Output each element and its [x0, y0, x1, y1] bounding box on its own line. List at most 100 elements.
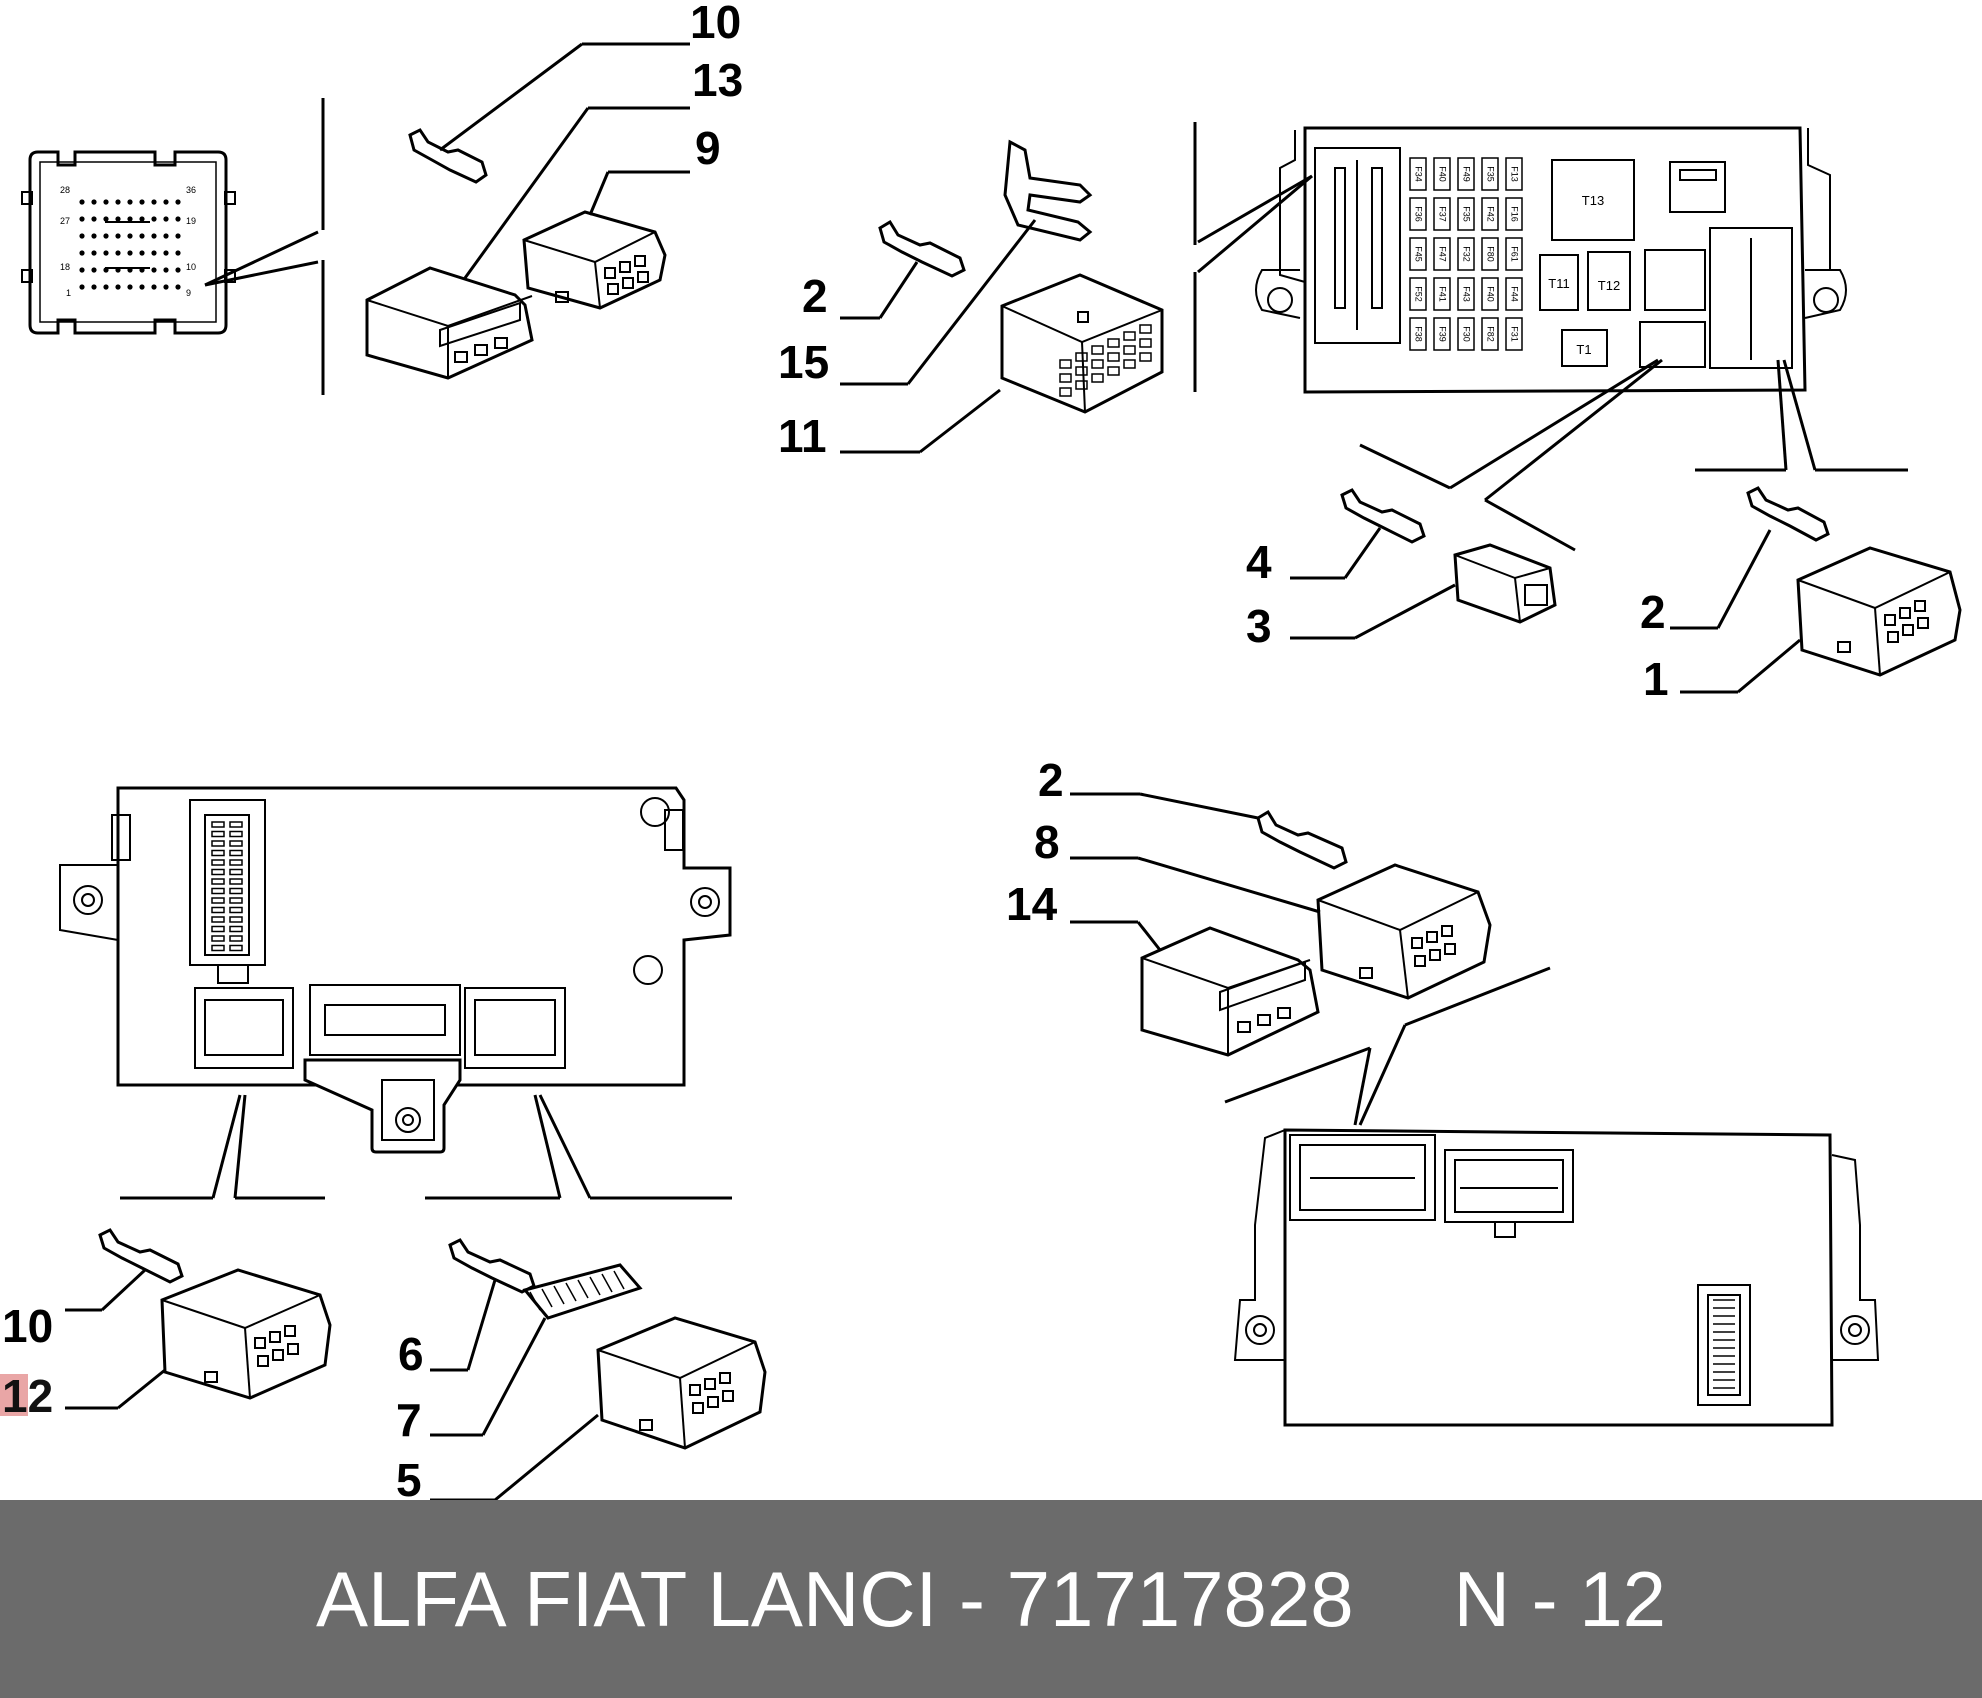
fuse-slot [1409, 277, 1427, 311]
fuse-label: F32 [1462, 246, 1472, 262]
connector-pin [163, 199, 169, 205]
footer-part-number: 71717828 [1006, 1554, 1354, 1643]
connector-pin [79, 267, 85, 273]
pin [229, 897, 243, 904]
relay-label-t1: T1 [1576, 342, 1591, 357]
connector-pin [163, 267, 169, 273]
pin [229, 859, 243, 866]
connector-pin [127, 199, 133, 205]
connector-pin [163, 233, 169, 239]
connector-pin [175, 267, 181, 273]
connector-pin [79, 216, 85, 222]
fuse-slot [1433, 277, 1451, 311]
callout-15: 15 [778, 336, 829, 388]
fuse-label: F40 [1438, 166, 1448, 182]
pin [229, 849, 243, 857]
terminal-2-middle [1070, 792, 1348, 870]
connector-1 [1680, 546, 1962, 694]
fuse-label: F30 [1462, 326, 1472, 342]
callout-1: 1 [1643, 653, 1669, 705]
pin-label: 18 [60, 262, 70, 272]
fuse-slot [1457, 237, 1475, 271]
connector-pin [163, 284, 169, 290]
fuse-slot [1457, 157, 1475, 191]
pin [229, 925, 243, 933]
pin [211, 840, 225, 847]
pin [229, 821, 243, 828]
callout-7: 7 [396, 1394, 422, 1446]
connector-pin [151, 216, 157, 222]
fuse-label: F38 [1414, 326, 1424, 342]
connector-cell [1123, 345, 1136, 355]
connector-8 [1070, 856, 1492, 1000]
pin [229, 935, 243, 942]
terminal-6 [430, 1238, 536, 1372]
connector-pin [139, 284, 145, 290]
break-lines-fuse-box [1193, 122, 1908, 552]
pin [229, 830, 243, 838]
callout-3: 3 [1246, 600, 1272, 652]
callout-10-top: 10 [690, 0, 741, 48]
connector-pin [103, 216, 109, 222]
connector-pin [139, 216, 145, 222]
fuse-slot [1481, 157, 1499, 191]
fuse-label: F49 [1462, 166, 1472, 182]
pin [211, 916, 225, 923]
connector-pin [151, 250, 157, 256]
clip-15 [840, 139, 1093, 386]
fuse-label: F37 [1438, 206, 1448, 222]
terminal-10-bottom [65, 1228, 184, 1312]
connector-pin [139, 199, 145, 205]
connector-cell [1139, 338, 1152, 348]
connector-pin [79, 233, 85, 239]
fuse-label: F16 [1510, 206, 1520, 222]
strip-rib [589, 1276, 601, 1296]
connector-9 [522, 170, 690, 310]
fuse-slot [1433, 197, 1451, 231]
pin-label: 36 [186, 185, 196, 195]
fuse-label: F44 [1510, 286, 1520, 302]
vertical-connector-pins [211, 821, 243, 952]
pin [211, 944, 225, 952]
fuse-slot [1457, 317, 1475, 351]
connector-pin [91, 199, 97, 205]
connector-pin [91, 216, 97, 222]
pin-label: 27 [60, 216, 70, 226]
connector-pin [127, 216, 133, 222]
fuse-label: F39 [1438, 326, 1448, 342]
callout-2-top-center: 2 [802, 270, 828, 322]
footer-brand: ALFA FIAT LANCI [315, 1554, 938, 1643]
fuse-label: F47 [1438, 246, 1448, 262]
fuse-label: F52 [1414, 286, 1424, 302]
pin-label: 9 [186, 288, 191, 298]
connector-pin [103, 250, 109, 256]
connector-11 [840, 273, 1164, 454]
relay-label-t13: T13 [1582, 193, 1604, 208]
connector-pin [79, 199, 85, 205]
fuse-slot [1505, 197, 1523, 231]
connector-pin [127, 284, 133, 290]
connector-pin [163, 250, 169, 256]
strip-rib [613, 1270, 625, 1290]
connector-pin [175, 284, 181, 290]
connector-cell [1059, 373, 1072, 383]
pin-label: 19 [186, 216, 196, 226]
pin [211, 897, 225, 904]
connector-pin [115, 199, 121, 205]
callout-14: 14 [1006, 878, 1058, 930]
pin [211, 830, 225, 838]
footer-separator: - [937, 1554, 1007, 1643]
connector-pin [151, 199, 157, 205]
fuse-slot [1409, 317, 1427, 351]
connector-pin [163, 216, 169, 222]
connector-pin [115, 250, 121, 256]
connector-pin [151, 233, 157, 239]
fuse-slot [1481, 197, 1499, 231]
pin [211, 878, 225, 885]
connector-pin [175, 233, 181, 239]
fuse-slot [1409, 157, 1427, 191]
connector-cell [1139, 324, 1152, 334]
fuse-label: F42 [1486, 206, 1496, 222]
connector-14 [1070, 920, 1320, 1057]
